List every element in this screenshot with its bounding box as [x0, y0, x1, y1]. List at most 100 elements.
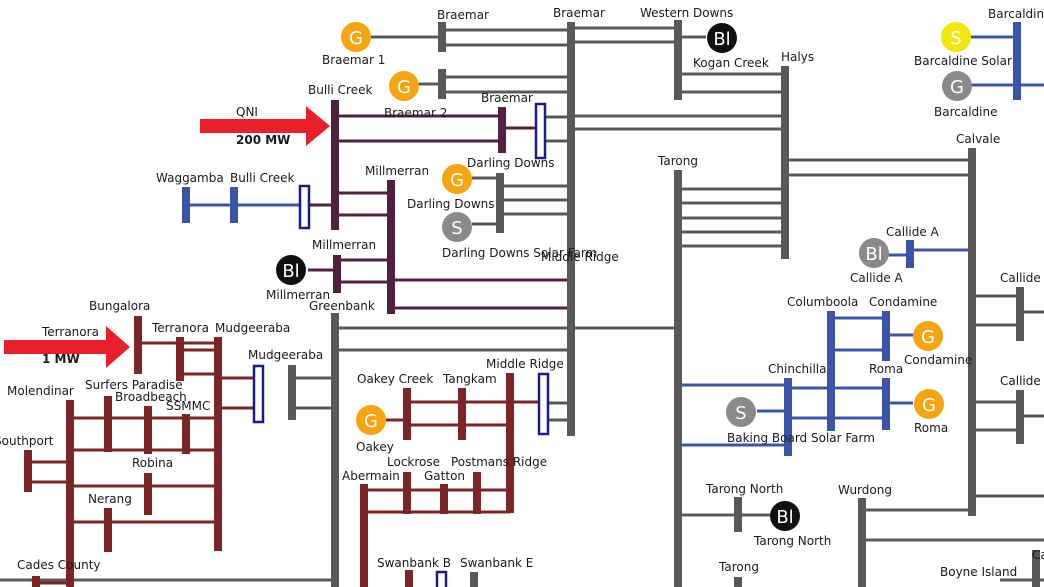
- generator-icon: [770, 501, 800, 531]
- bus-bar: [1016, 390, 1024, 444]
- transformer-box: [252, 364, 265, 424]
- bus-bar: [360, 484, 368, 587]
- generator-icon: [276, 255, 306, 285]
- bus-bar: [387, 180, 395, 314]
- bus-bar: [567, 22, 575, 436]
- label-condamine-bus: Condamine: [869, 295, 937, 309]
- bus-bar: [734, 497, 742, 532]
- label-terranora-bus: Terranora: [151, 321, 209, 335]
- terranora-flow-value: 1 MW: [42, 352, 80, 366]
- generator-braemar2[interactable]: G Braemar 2: [384, 71, 447, 120]
- generator-roma[interactable]: G Roma: [914, 389, 948, 435]
- transformer-box: [537, 372, 550, 436]
- generator-millmerran[interactable]: Bl Millmerran: [266, 255, 330, 302]
- flow-arrow-terranora: Terranora 1 MW: [4, 325, 130, 368]
- bus-bar: [781, 66, 789, 259]
- generator-braemar1[interactable]: G Braemar 1: [322, 22, 385, 67]
- label-chinchilla: Chinchilla: [768, 362, 826, 376]
- generator-darling-downs[interactable]: G Darling Downs: [407, 164, 495, 211]
- bus-bar: [438, 22, 446, 52]
- bus-bar: [458, 388, 466, 440]
- generator-tarong-north[interactable]: Bl Tarong North: [753, 501, 831, 548]
- generator-kogan-creek[interactable]: Bl Kogan Creek: [693, 23, 769, 70]
- generator-label: Barcaldine Solar: [914, 54, 1012, 68]
- generator-icon: [356, 405, 386, 435]
- generators: G Braemar 1 G Braemar 2 G Darling Downs …: [266, 22, 1012, 548]
- label-middle-ridge-low: Middle Ridge: [486, 357, 564, 371]
- solar-icon: [941, 22, 971, 52]
- generator-oakey[interactable]: G Oakey: [356, 405, 394, 454]
- bus-bar: [331, 313, 339, 587]
- bus-bar: [405, 570, 413, 587]
- label-mudgeeraba2: Mudgeeraba: [248, 348, 323, 362]
- bus-bar: [104, 396, 112, 452]
- bus-bar: [182, 414, 190, 454]
- generator-symbol: Bl: [282, 261, 299, 282]
- bus-bar: [104, 508, 112, 552]
- label-swanbank-e: Swanbank E: [460, 556, 533, 570]
- generator-symbol: Bl: [776, 507, 793, 528]
- label-cades-county: Cades County: [17, 558, 101, 572]
- label-calvale: Calvale: [956, 132, 1000, 146]
- generator-baking-board[interactable]: S Baking Board Solar Farm: [726, 397, 875, 445]
- label-tarong-north-bus: Tarong North: [705, 482, 783, 496]
- label-surfers-paradise: Surfers Paradise: [85, 378, 183, 392]
- qni-arrow: [200, 106, 330, 146]
- bus-bar: [214, 337, 222, 551]
- label-gatton: Gatton: [424, 469, 465, 483]
- connection-lines: [0, 26, 1044, 585]
- bus-bar: [403, 388, 411, 440]
- generator-label: Kogan Creek: [693, 56, 769, 70]
- label-abermain: Abermain: [342, 469, 400, 483]
- transformers: [252, 102, 550, 587]
- label-darling-downs-bus: Darling Downs: [467, 156, 555, 170]
- generator-barcaldine-solar[interactable]: S Barcaldine Solar: [914, 22, 1012, 68]
- generator-callide-a[interactable]: Bl Callide A: [850, 238, 904, 285]
- generator-symbol: G: [349, 28, 363, 49]
- label-boyne-island: Boyne Island: [940, 565, 1017, 579]
- label-braemar-top: Braemar: [437, 8, 489, 22]
- generator-label: Oakey: [356, 440, 394, 454]
- bus-bar: [968, 148, 976, 516]
- bus-bar: [403, 472, 411, 514]
- label-robina: Robina: [132, 456, 173, 470]
- generator-darling-downs-solar[interactable]: S Darling Downs Solar Farm: [442, 212, 597, 260]
- label-tarong-bottom: Tarong: [718, 560, 759, 574]
- bus-bar: [473, 472, 481, 514]
- generator-icon: [389, 71, 419, 101]
- label-ssmmc: SSMMC: [166, 399, 210, 413]
- generator-symbol: G: [450, 170, 464, 191]
- label-postmans-ridge: Postmans Ridge: [451, 455, 547, 469]
- label-nerang: Nerang: [88, 492, 132, 506]
- generator-icon: [707, 23, 737, 53]
- label-molendinar: Molendinar: [7, 384, 74, 398]
- label-millmerran-sw: Millmerran: [312, 238, 376, 252]
- bus-bar: [438, 69, 446, 99]
- label-mudgeeraba: Mudgeeraba: [215, 321, 290, 335]
- generator-condamine[interactable]: G Condamine: [904, 321, 972, 367]
- label-roma-bus: Roma: [869, 362, 903, 376]
- label-callemondah: Ca: [1032, 548, 1044, 562]
- generator-label: Darling Downs: [407, 197, 495, 211]
- label-waggamba: Waggamba: [156, 171, 224, 185]
- bus-bar: [734, 577, 742, 587]
- terranora-arrow: [4, 326, 130, 368]
- generator-symbol: G: [921, 327, 935, 348]
- label-tarong: Tarong: [657, 154, 698, 168]
- label-greenbank: Greenbank: [309, 299, 375, 313]
- flow-arrow-qni: QNI 200 MW: [200, 105, 330, 147]
- label-bulli-creek: Bulli Creek: [308, 83, 372, 97]
- generator-barcaldine[interactable]: G Barcaldine: [934, 71, 997, 119]
- bus-bar: [182, 187, 190, 223]
- qni-value: 200 MW: [236, 133, 290, 147]
- bus-bar: [674, 170, 682, 587]
- generator-symbol: Bl: [713, 29, 730, 50]
- generator-symbol: G: [364, 411, 378, 432]
- label-middle-ridge-top: Middle Ridge: [541, 250, 619, 264]
- bus-bar: [470, 572, 478, 587]
- label-wurdong: Wurdong: [838, 483, 892, 497]
- generator-icon: [942, 71, 972, 101]
- label-columboola: Columboola: [787, 295, 858, 309]
- label-tangkam: Tangkam: [442, 372, 497, 386]
